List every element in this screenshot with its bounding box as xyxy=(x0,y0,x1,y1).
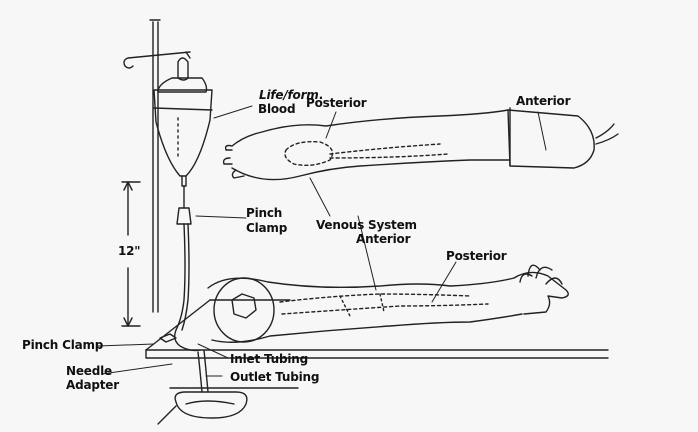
tubing xyxy=(175,186,208,392)
top-arm xyxy=(224,108,618,180)
needle-adapter-label-line1: Needle xyxy=(66,364,112,378)
bottom-arm xyxy=(208,265,568,342)
blood-label: Blood xyxy=(258,102,295,116)
blood-bag xyxy=(154,58,212,186)
pinch-clamp-upper-label-line2: Clamp xyxy=(246,221,287,235)
iv-pole xyxy=(124,20,190,312)
posterior-bottom-label: Posterior xyxy=(446,249,506,263)
venous-system-label: Venous System xyxy=(316,218,417,232)
pinch-clamp-upper-label-line1: Pinch xyxy=(246,206,282,220)
anterior-top-label: Anterior xyxy=(516,94,570,108)
inlet-tubing-label: Inlet Tubing xyxy=(230,352,308,366)
anterior-mid-label: Anterior xyxy=(356,232,410,246)
posterior-top-label: Posterior xyxy=(306,96,366,110)
needle-adapter-label-line2: Adapter xyxy=(66,378,119,392)
height-label: 12" xyxy=(118,244,140,258)
basin xyxy=(158,392,247,424)
outlet-tubing-label: Outlet Tubing xyxy=(230,370,319,384)
pinch-clamp-lower-label: Pinch Clamp xyxy=(22,338,103,352)
